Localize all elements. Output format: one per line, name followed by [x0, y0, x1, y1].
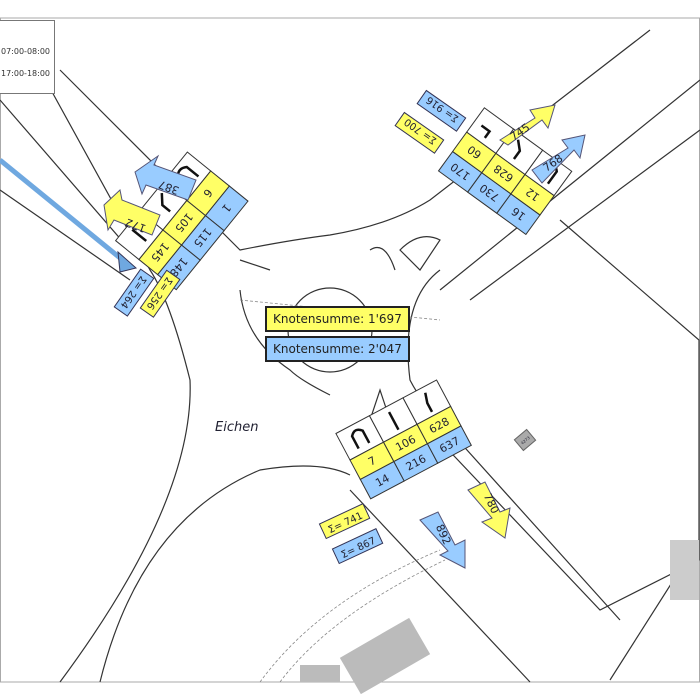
building	[300, 665, 340, 682]
nw-sums: Σ= 264 Σ= 256	[113, 268, 181, 318]
legend-evening-period: 17:00-18:00	[1, 69, 50, 78]
knotensumme-blue: Knotensumme: 2'047	[265, 336, 410, 362]
svg-text:4273: 4273	[520, 435, 531, 446]
arm-s: 7 106 628 14 216 637	[335, 379, 472, 500]
path-arrow-head	[117, 250, 138, 273]
svg-text:14: 14	[373, 472, 391, 490]
building	[670, 540, 699, 600]
path-arrow-line	[0, 158, 127, 264]
nw-out-arrows: 387 172	[103, 154, 197, 236]
legend: 07:00-08:00 17:00-18:00	[0, 20, 55, 94]
legend-morning-period: 07:00-08:00	[1, 47, 50, 56]
building	[339, 617, 431, 695]
s-out-arrows: 780 892	[419, 481, 511, 569]
building-4273: 4273	[513, 428, 537, 452]
place-label: Eichen	[215, 420, 258, 435]
knotensumme-yellow: Knotensumme: 1'697	[265, 306, 410, 332]
